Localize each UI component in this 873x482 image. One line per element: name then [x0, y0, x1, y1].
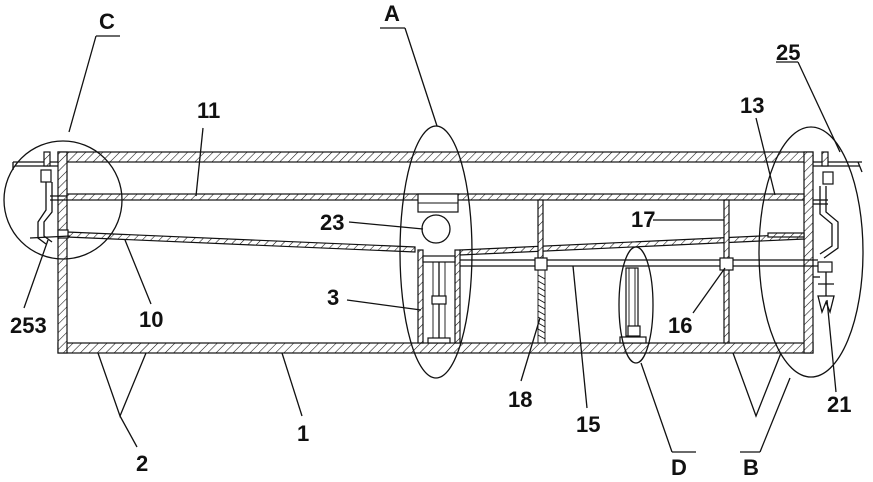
label-25: 25	[776, 40, 800, 65]
lower-clip	[813, 262, 834, 312]
label-2: 2	[136, 451, 148, 476]
label-3: 3	[327, 285, 339, 310]
center-block	[418, 194, 458, 212]
screw-post	[535, 200, 547, 343]
label-23: 23	[320, 210, 344, 235]
horizontal-rod	[460, 260, 818, 266]
label-21: 21	[827, 392, 851, 417]
label-16: 16	[668, 313, 692, 338]
label-10: 10	[139, 307, 163, 332]
housing	[58, 152, 813, 353]
support-legs	[98, 353, 781, 416]
label-1: 1	[297, 421, 309, 446]
label-13: 13	[740, 93, 764, 118]
label-d: D	[671, 455, 687, 480]
right-bracket	[768, 152, 862, 258]
cylinder	[418, 250, 460, 343]
d-assembly	[620, 268, 646, 343]
label-15: 15	[576, 412, 600, 437]
label-17: 17	[631, 207, 655, 232]
label-11: 11	[197, 98, 220, 123]
label-18: 18	[508, 387, 532, 412]
label-b: B	[743, 455, 759, 480]
roller	[422, 215, 450, 243]
label-253: 253	[10, 313, 47, 338]
label-a: A	[384, 1, 400, 26]
label-c: C	[99, 9, 115, 34]
